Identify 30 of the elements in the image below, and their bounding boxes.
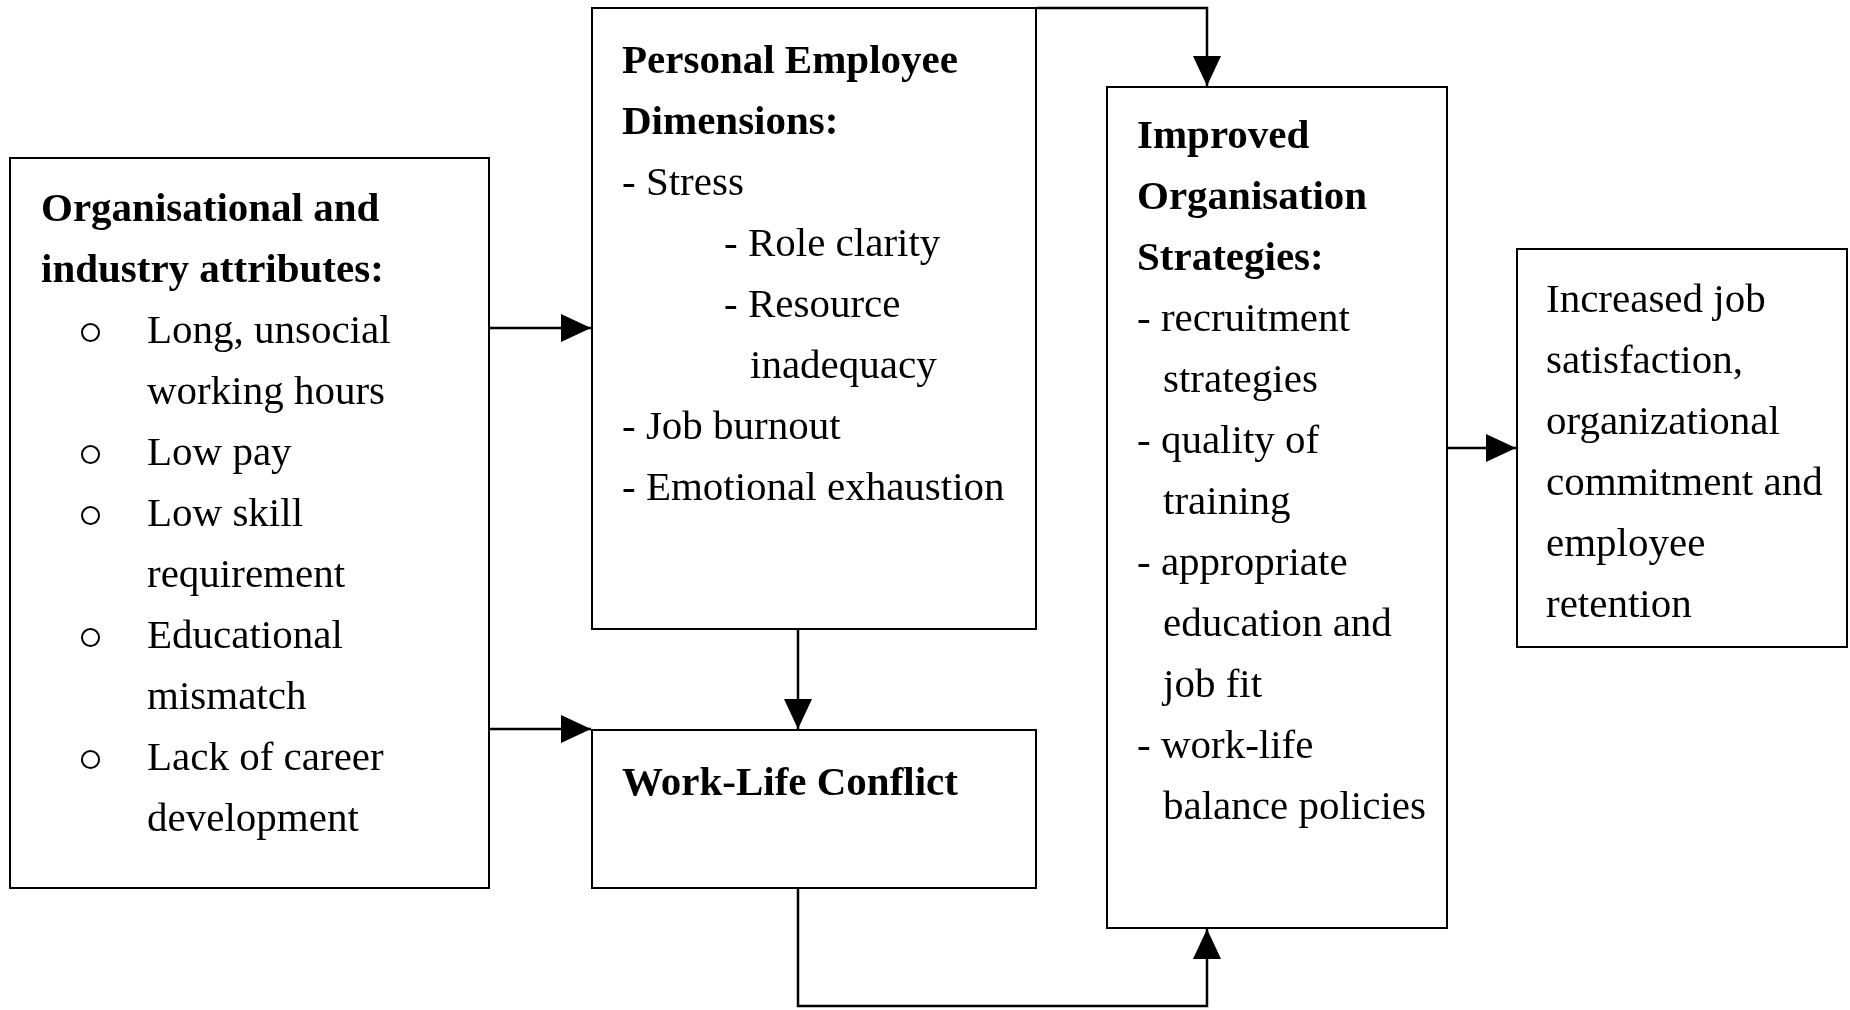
node-heading: Improved Organisation Strategies:	[1137, 110, 1369, 281]
bullet-item: Low pay	[41, 421, 468, 482]
process-box	[591, 7, 1037, 630]
node-text: Increased job satisfaction, organizational commitment and employee retention	[1546, 274, 1824, 628]
bullet-item: Low skill requirement	[41, 482, 468, 604]
process-box	[1516, 248, 1848, 648]
process-box	[9, 157, 490, 889]
process-box	[1106, 86, 1448, 929]
arrow	[784, 630, 812, 729]
process-box	[591, 729, 1037, 889]
list-item: - Resource inadequacy	[724, 279, 938, 389]
node-heading: Organisational and industry attributes:	[41, 183, 385, 293]
list-item: - Job burnout	[622, 401, 842, 450]
list-item: - recruitment strategies	[1137, 293, 1351, 403]
list-item: - work-life balance policies	[1137, 720, 1427, 830]
list-item: - quality of training	[1137, 415, 1321, 525]
list-item: - appropriate education and job fit	[1137, 537, 1393, 708]
node-heading: Personal Employee Dimensions:	[622, 35, 959, 145]
arrow	[490, 314, 591, 342]
list-item: - Stress	[622, 157, 745, 206]
list-item: - Emotional exhaustion	[622, 462, 1006, 511]
bullet-item: Lack of career development	[41, 726, 468, 848]
node-heading: Work-Life Conflict	[622, 757, 959, 806]
bullet-item: Long, unsocial working hours	[41, 299, 468, 421]
arrow	[796, 889, 1221, 1008]
arrow	[1037, 6, 1221, 86]
arrow	[1448, 434, 1516, 462]
arrow	[490, 715, 591, 743]
list-item: - Role clarity	[724, 218, 942, 267]
bullet-item: Educational mismatch	[41, 604, 468, 726]
